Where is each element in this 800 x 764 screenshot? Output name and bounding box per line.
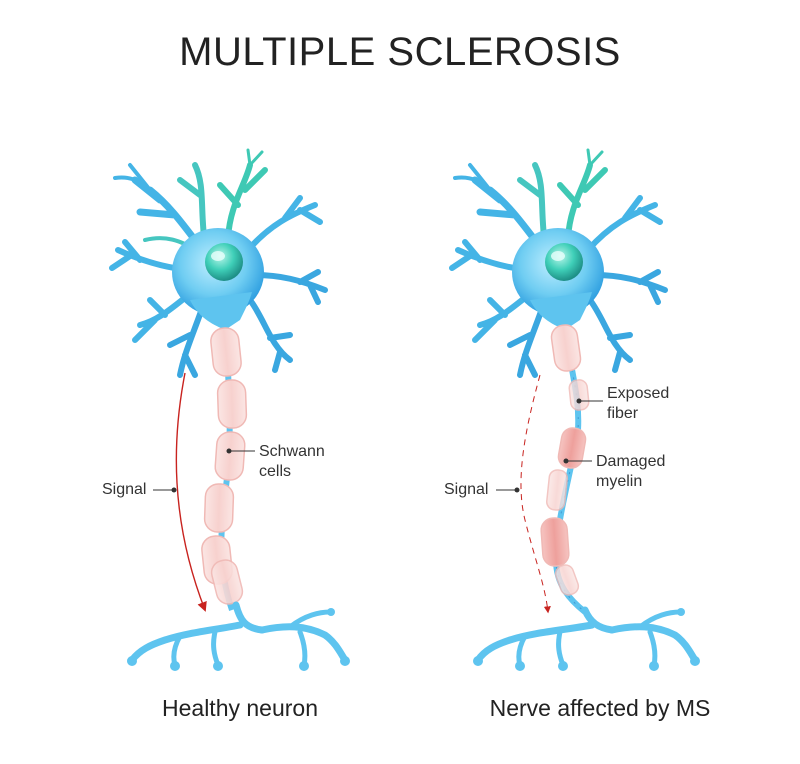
- healthy-nucleus: [205, 243, 243, 281]
- damaged-label-line1: Damaged: [596, 453, 666, 470]
- schwann-cells: [201, 327, 248, 605]
- healthy-signal-arrow: [175, 372, 207, 612]
- healthy-neuron: [109, 148, 350, 671]
- ms-caption: Nerve affected by MS: [489, 695, 711, 721]
- damaged-label-line2: myelin: [596, 473, 643, 490]
- ms-signal-arrow: [520, 374, 551, 614]
- healthy-axon-hillock: [190, 292, 252, 330]
- page-title: MULTIPLE SCLEROSIS: [179, 30, 621, 74]
- exposed-label-line1: Exposed: [607, 385, 670, 402]
- exposed-label-line2: fiber: [607, 405, 639, 422]
- damaged-myelin-segment: [557, 427, 587, 469]
- healthy-signal-label: Signal: [102, 481, 147, 498]
- healthy-dendrites: [109, 148, 328, 378]
- ms-neuron: [449, 148, 700, 671]
- healthy-caption: Healthy neuron: [162, 695, 318, 721]
- ms-myelin: [540, 324, 590, 596]
- schwann-label-line1: Schwann: [259, 443, 325, 460]
- ms-signal-label: Signal: [444, 481, 489, 498]
- ms-nucleus: [545, 243, 583, 281]
- schwann-label-line2: cells: [259, 463, 292, 480]
- healthy-axon-terminal: [128, 601, 349, 668]
- ms-axon-terminal: [474, 606, 699, 668]
